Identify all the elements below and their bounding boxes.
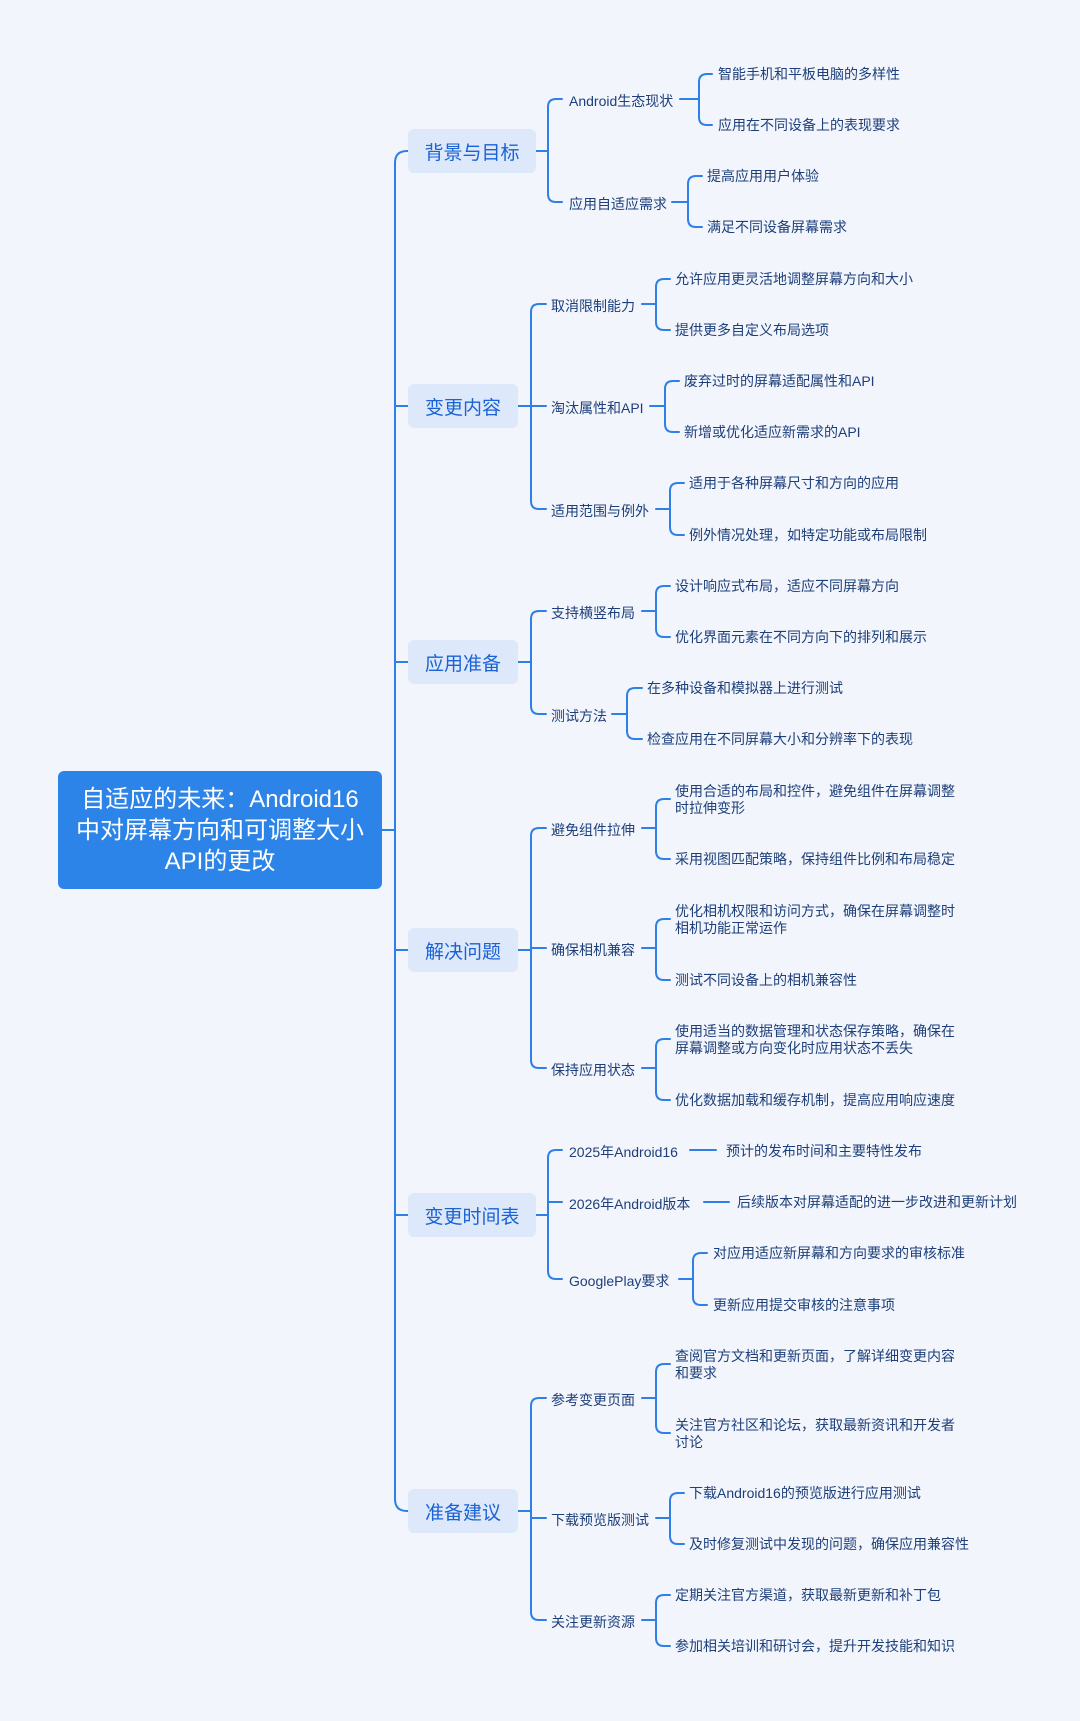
- connector-line: [687, 175, 703, 185]
- connector-line: [687, 218, 703, 228]
- connector-line: [655, 971, 671, 981]
- leaf[interactable]: 及时修复测试中发现的问题，确保应用兼容性: [689, 1536, 969, 1552]
- leaf[interactable]: 下载Android16的预览版进行应用测试: [689, 1485, 921, 1501]
- leaf[interactable]: 废弃过时的屏幕适配属性和API: [684, 373, 875, 389]
- connector-line: [547, 98, 563, 108]
- connector-line: [655, 321, 671, 331]
- leaf[interactable]: 新增或优化适应新需求的API: [684, 424, 861, 440]
- connector-line: [655, 278, 671, 288]
- connector-line: [692, 1296, 708, 1306]
- connector-line: [655, 1091, 671, 1101]
- sub-android-ecosystem[interactable]: Android生态现状: [569, 93, 674, 109]
- sub-follow-updates[interactable]: 关注更新资源: [551, 1614, 635, 1630]
- connector-line: [530, 705, 547, 715]
- leaf[interactable]: 例外情况处理，如特定功能或布局限制: [689, 527, 927, 543]
- sub-testing-methods[interactable]: 测试方法: [551, 708, 607, 724]
- leaf[interactable]: 定期关注官方渠道，获取最新更新和补丁包: [675, 1587, 941, 1603]
- leaf[interactable]: 满足不同设备屏幕需求: [707, 219, 847, 235]
- connector-line: [626, 730, 643, 740]
- connector-line: [664, 423, 680, 433]
- leaf[interactable]: 优化相机权限和访问方式，确保在屏幕调整时 相机功能正常运作: [675, 903, 955, 936]
- connector-line: [664, 380, 680, 390]
- sub-orientation-layouts[interactable]: 支持横竖布局: [551, 605, 635, 621]
- connector-line: [655, 850, 671, 860]
- connector-line: [655, 1424, 671, 1434]
- connector-line: [626, 687, 643, 697]
- sub-download-preview[interactable]: 下载预览版测试: [551, 1512, 649, 1528]
- connector-line: [655, 798, 671, 808]
- leaf[interactable]: 提高应用用户体验: [707, 168, 819, 184]
- sub-remove-restrictions[interactable]: 取消限制能力: [551, 298, 635, 314]
- leaf[interactable]: 检查应用在不同屏幕大小和分辨率下的表现: [647, 731, 913, 747]
- connector-line: [530, 303, 547, 313]
- connector-line: [655, 1637, 671, 1647]
- leaf[interactable]: 设计响应式布局，适应不同屏幕方向: [675, 578, 899, 594]
- leaf[interactable]: 预计的发布时间和主要特性发布: [726, 1143, 922, 1159]
- leaf[interactable]: 采用视图匹配策略，保持组件比例和布局稳定: [675, 851, 955, 867]
- sub-adaptive-needs[interactable]: 应用自适应需求: [569, 196, 667, 212]
- connector-line: [655, 1038, 671, 1048]
- connector-line: [655, 1363, 671, 1373]
- connector-line: [655, 1594, 671, 1604]
- connector-line: [547, 1149, 563, 1159]
- branch-app-preparation[interactable]: 应用准备: [408, 640, 518, 684]
- connector-line: [692, 1252, 708, 1262]
- connector-line: [655, 628, 671, 638]
- connector-line: [655, 918, 671, 928]
- sub-scope-exceptions[interactable]: 适用范围与例外: [551, 503, 649, 519]
- leaf[interactable]: 关注官方社区和论坛，获取最新资讯和开发者 讨论: [675, 1417, 955, 1450]
- leaf[interactable]: 使用适当的数据管理和状态保存策略，确保在 屏幕调整或方向变化时应用状态不丢失: [675, 1023, 955, 1056]
- leaf[interactable]: 更新应用提交审核的注意事项: [713, 1297, 895, 1313]
- connector-line: [530, 1397, 547, 1407]
- sub-keep-state[interactable]: 保持应用状态: [551, 1062, 635, 1078]
- connector-line: [530, 827, 547, 837]
- connector-line: [698, 73, 713, 83]
- leaf[interactable]: 对应用适应新屏幕和方向要求的审核标准: [713, 1245, 965, 1261]
- connector-line: [655, 585, 671, 595]
- leaf[interactable]: 后续版本对屏幕适配的进一步改进和更新计划: [737, 1194, 1017, 1210]
- root-topic[interactable]: 自适应的未来：Android16中对屏幕方向和可调整大小API的更改: [58, 771, 382, 889]
- connector-line: [394, 1498, 409, 1512]
- leaf[interactable]: 使用合适的布局和控件，避免组件在屏幕调整 时拉伸变形: [675, 783, 955, 816]
- leaf[interactable]: 查阅官方文档和更新页面，了解详细变更内容 和要求: [675, 1348, 955, 1381]
- connector-line: [547, 193, 563, 203]
- sub-googleplay-requirements[interactable]: GooglePlay要求: [569, 1273, 670, 1289]
- connector-line: [530, 1059, 547, 1069]
- connector-line: [547, 1270, 563, 1280]
- sub-2026-android[interactable]: 2026年Android版本: [569, 1196, 691, 1212]
- sub-deprecated-apis[interactable]: 淘汰属性和API: [551, 400, 644, 416]
- connector-line: [698, 116, 713, 126]
- connector-line: [669, 1492, 685, 1502]
- branch-changes[interactable]: 变更内容: [408, 384, 518, 428]
- sub-2025-android16[interactable]: 2025年Android16: [569, 1144, 678, 1160]
- leaf[interactable]: 参加相关培训和研讨会，提升开发技能和知识: [675, 1638, 955, 1654]
- branch-timeline[interactable]: 变更时间表: [408, 1193, 536, 1237]
- branch-background-goals[interactable]: 背景与目标: [408, 129, 536, 173]
- connector-line: [530, 500, 547, 510]
- leaf[interactable]: 优化界面元素在不同方向下的排列和展示: [675, 629, 927, 645]
- connector-line: [530, 1611, 547, 1621]
- leaf[interactable]: 在多种设备和模拟器上进行测试: [647, 680, 843, 696]
- branch-preparation-advice[interactable]: 准备建议: [408, 1489, 518, 1533]
- leaf[interactable]: 优化数据加载和缓存机制，提高应用响应速度: [675, 1092, 955, 1108]
- sub-reference-pages[interactable]: 参考变更页面: [551, 1392, 635, 1408]
- connector-line: [669, 482, 685, 492]
- leaf[interactable]: 允许应用更灵活地调整屏幕方向和大小: [675, 271, 913, 287]
- connector-line: [394, 150, 409, 164]
- branch-problem-solving[interactable]: 解决问题: [408, 928, 518, 972]
- connector-line: [669, 1535, 685, 1545]
- sub-camera-compat[interactable]: 确保相机兼容: [551, 942, 635, 958]
- leaf[interactable]: 智能手机和平板电脑的多样性: [718, 66, 900, 82]
- leaf[interactable]: 应用在不同设备上的表现要求: [718, 117, 900, 133]
- leaf[interactable]: 适用于各种屏幕尺寸和方向的应用: [689, 475, 899, 491]
- connector-line: [530, 610, 547, 620]
- connector-line: [669, 526, 685, 536]
- leaf[interactable]: 测试不同设备上的相机兼容性: [675, 972, 857, 988]
- sub-avoid-stretching[interactable]: 避免组件拉伸: [551, 822, 635, 838]
- leaf[interactable]: 提供更多自定义布局选项: [675, 322, 829, 338]
